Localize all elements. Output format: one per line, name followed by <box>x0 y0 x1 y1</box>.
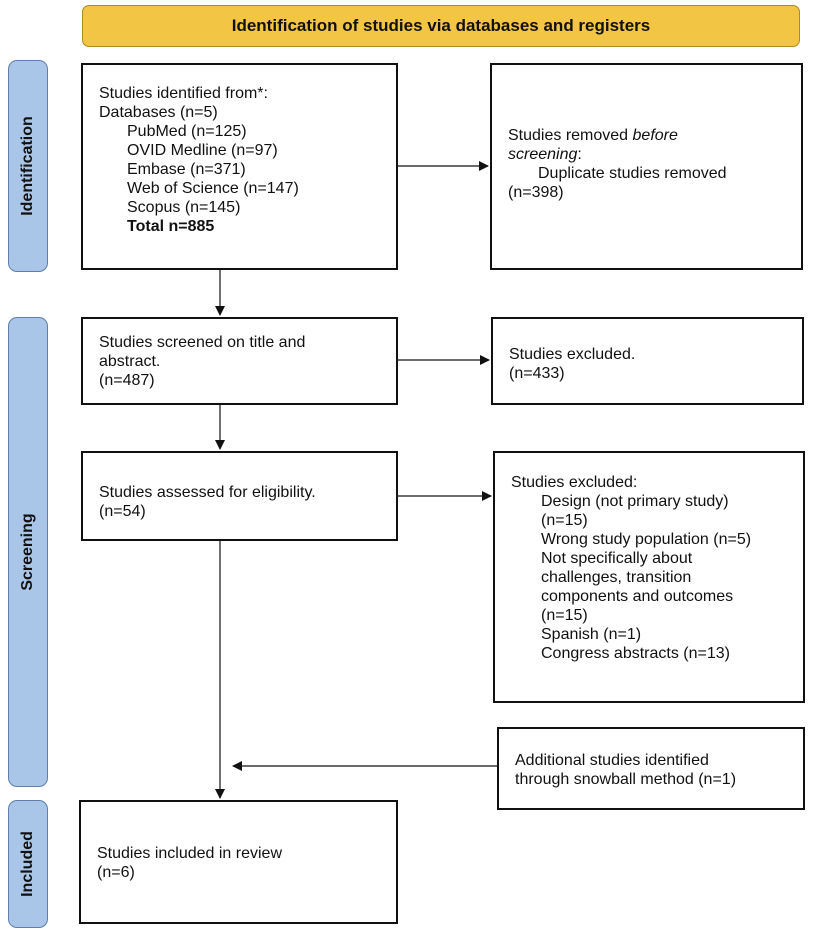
screened-line2: abstract. <box>99 353 161 370</box>
excluded-eligibility-box: Studies excluded: Design (not primary st… <box>493 451 805 703</box>
header-title: Identification of studies via databases … <box>231 16 651 35</box>
exclusion-reason: Not specifically about <box>541 550 693 567</box>
exclusion-reason: (n=15) <box>541 607 588 624</box>
exclusion-reason: Design (not primary study) <box>541 493 729 510</box>
removed-box: Studies removed before screening: Duplic… <box>490 63 803 270</box>
phase-screening: Screening <box>8 317 48 787</box>
removed-item: Duplicate studies removed <box>538 165 727 182</box>
phase-identification: Identification <box>8 60 48 272</box>
excluded-screen-box: Studies excluded. (n=433) <box>491 317 804 405</box>
header-banner: Identification of studies via databases … <box>82 5 800 47</box>
exclusion-reason: challenges, transition <box>541 569 692 586</box>
eligibility-box: Studies assessed for eligibility. (n=54) <box>81 451 398 541</box>
identified-box: Studies identified from*: Databases (n=5… <box>81 63 398 270</box>
phase-included: Included <box>8 800 48 928</box>
total-count: Total n=885 <box>127 218 215 235</box>
snowball-line1: Additional studies identified <box>515 752 709 769</box>
snowball-line2: through snowball method (n=1) <box>515 771 737 788</box>
screened-box: Studies screened on title and abstract. … <box>81 317 398 405</box>
excluded-screen-line1: Studies excluded. <box>509 346 636 363</box>
removed-line2: screening: <box>508 146 582 163</box>
excluded-screen-count: (n=433) <box>509 365 565 382</box>
exclusion-reason: Wrong study population (n=5) <box>541 531 752 548</box>
eligibility-count: (n=54) <box>99 503 146 520</box>
exclusion-reason: Congress abstracts (n=13) <box>541 645 730 662</box>
database-item: Web of Science (n=147) <box>127 180 299 197</box>
included-count: (n=6) <box>97 864 135 881</box>
exclusion-reason: components and outcomes <box>541 588 734 605</box>
removed-count: (n=398) <box>508 184 564 201</box>
database-item: OVID Medline (n=97) <box>127 142 278 159</box>
included-box: Studies included in review (n=6) <box>79 800 398 924</box>
database-item: Embase (n=371) <box>127 161 246 178</box>
included-line1: Studies included in review <box>97 845 282 862</box>
database-item: Scopus (n=145) <box>127 199 241 216</box>
database-item: PubMed (n=125) <box>127 123 247 140</box>
exclusion-reason: Spanish (n=1) <box>541 626 642 643</box>
exclusion-reason: (n=15) <box>541 512 588 529</box>
excluded-eligibility-title: Studies excluded: <box>511 474 638 491</box>
screened-line1: Studies screened on title and <box>99 334 306 351</box>
databases-label: Databases (n=5) <box>99 104 218 121</box>
removed-line1: Studies removed before <box>508 127 678 144</box>
eligibility-line1: Studies assessed for eligibility. <box>99 484 316 501</box>
screened-count: (n=487) <box>99 372 155 389</box>
snowball-box: Additional studies identified through sn… <box>497 727 805 810</box>
identified-intro: Studies identified from*: <box>99 85 268 102</box>
